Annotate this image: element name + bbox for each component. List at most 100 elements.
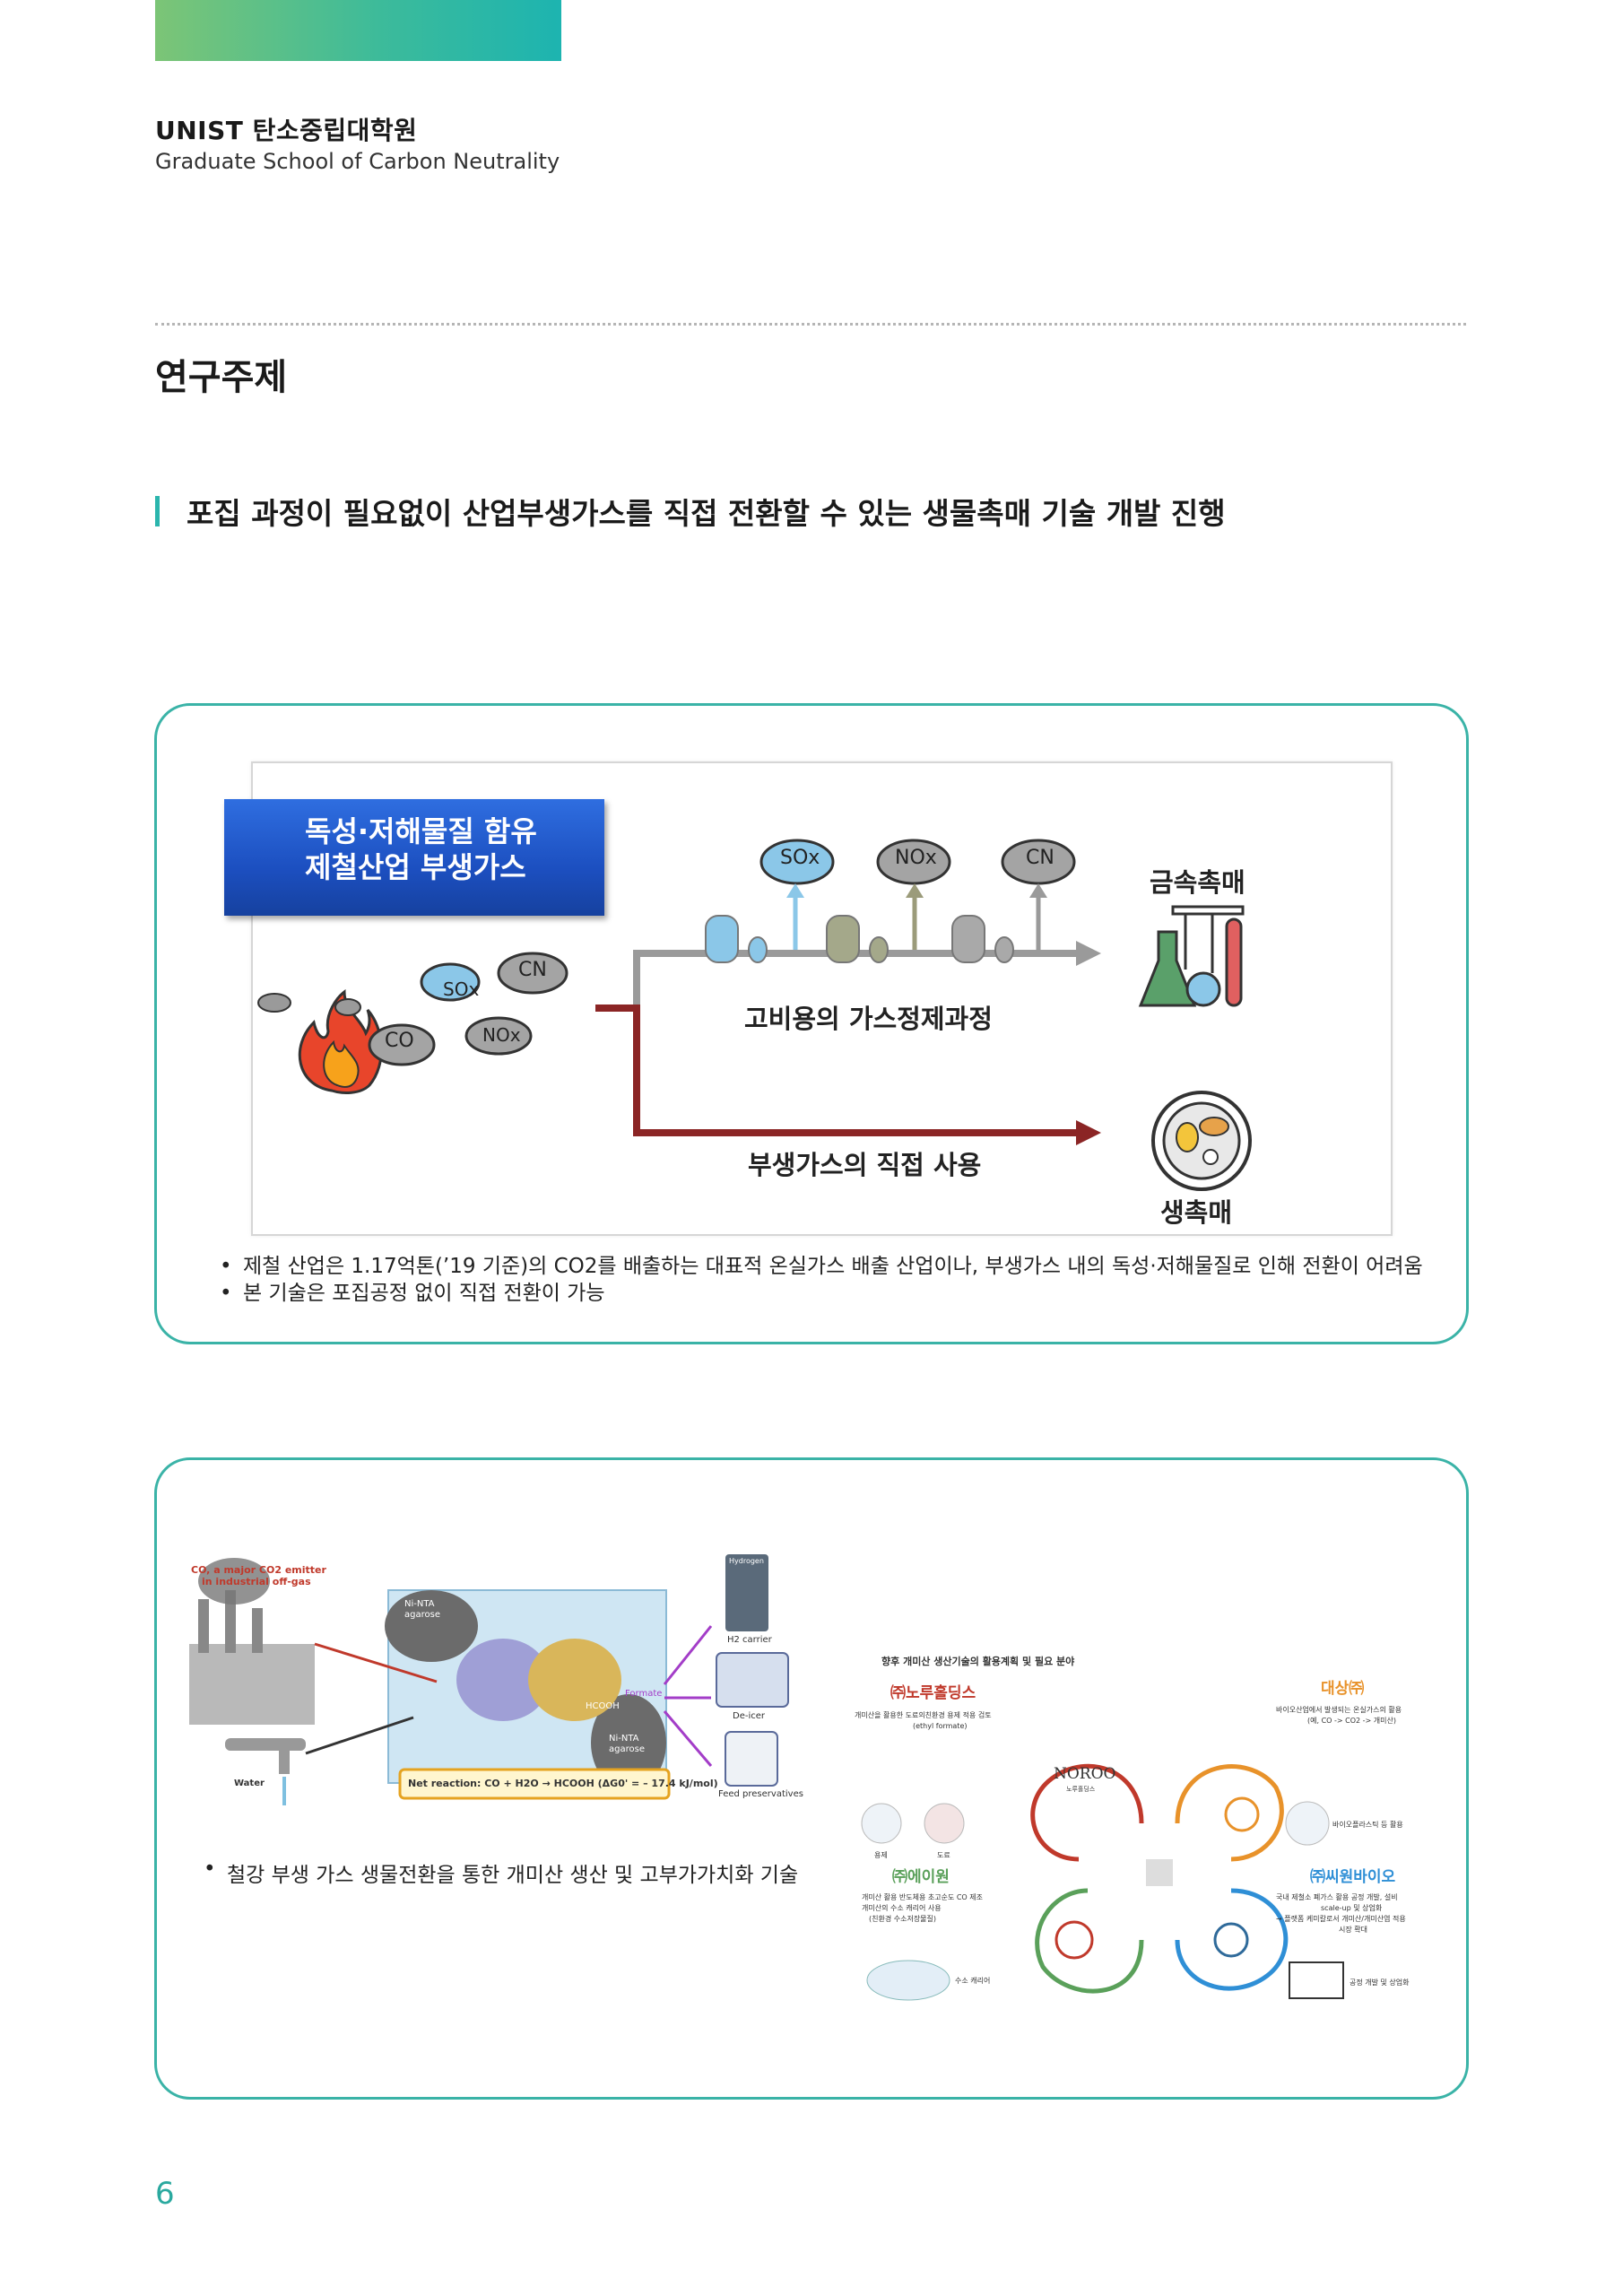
loop-red	[1030, 1763, 1144, 1862]
hydrogen-carrier-label: 수소 캐리어	[955, 1977, 991, 1985]
gas-process-figure: 독성·저해물질 함유 제철산업 부생가스	[224, 761, 1393, 1236]
top-cloud-sox	[759, 839, 835, 885]
cone-desc-4: 시장 확대	[1339, 1926, 1367, 1934]
utilization-diagram	[861, 1763, 1344, 2001]
solvent-icon	[861, 1803, 902, 1844]
process-diagram	[257, 839, 1252, 1191]
gas-cn-label: CN	[518, 959, 547, 981]
cloud-co	[368, 1023, 436, 1066]
small-cloud-2	[334, 998, 361, 1016]
loop-green	[1035, 1888, 1144, 1994]
aone-desc-2: 개미산의 수소 캐리어 사용	[862, 1904, 942, 1912]
cloud-sox	[420, 962, 481, 1002]
gas-nox-label: NOx	[482, 1024, 521, 1046]
petri-dish-icon	[1151, 1091, 1252, 1191]
research-card-2: CO, a major CO2 emitter in industrial of…	[154, 1457, 1469, 2100]
tank-olive	[826, 915, 889, 963]
page-number: 6	[155, 2176, 175, 2212]
small-cloud-1	[257, 993, 291, 1013]
daesang-logo-icon	[1224, 1796, 1260, 1832]
factory-icon	[189, 1558, 315, 1725]
feed-preservatives-label: Feed preservatives	[718, 1789, 803, 1799]
utilization-plan-figure: 향후 개미산 생산기술의 활용계획 및 필요 분야 ㈜노루홀딩스 개미산을 활용…	[855, 1653, 1428, 2021]
cone-desc-3: → 플랫폼 케미칼로서 개미산/개미산염 적용	[1276, 1915, 1406, 1923]
recycle-icon	[1055, 1920, 1094, 1960]
card1-bullets: 제철 산업은 1.17억톤(’19 기준)의 CO2를 배출하는 대표적 온실가…	[220, 1253, 1423, 1307]
gray-path-arrow	[633, 950, 1078, 1005]
card2-caption: 철강 부생 가스 생물전환을 통한 개미산 생산 및 고부가가치화 기술	[204, 1857, 798, 1888]
gas-co-label: CO	[385, 1030, 414, 1052]
dotted-divider	[155, 323, 1466, 326]
hcooh-label: HCOOH	[586, 1701, 620, 1711]
noroo-desc-2: (ethyl formate)	[913, 1722, 968, 1730]
purification-label: 고비용의 가스정제과정	[744, 1004, 993, 1034]
top-gas-nox-label: NOx	[895, 847, 937, 869]
metal-catalyst-label: 금속촉매	[1150, 867, 1245, 898]
feed-bag-icon	[725, 1731, 778, 1787]
cone-name: ㈜씨원바이오	[1310, 1868, 1396, 1886]
bioplastic-label: 바이오플라스틱 등 활용	[1332, 1821, 1403, 1829]
subheading-text: 포집 과정이 필요없이 산업부생가스를 직접 전환할 수 있는 생물촉매 기술 …	[187, 496, 1226, 531]
hydrogen-label: Hydrogen	[729, 1557, 764, 1565]
cloud-cn	[497, 952, 568, 995]
formate-production-figure: CO, a major CO2 emitter in industrial of…	[180, 1545, 848, 1810]
cloud-nox	[464, 1016, 533, 1056]
de-icer-icon	[716, 1652, 789, 1708]
research-card-1: 독성·저해물질 함유 제철산업 부생가스	[154, 703, 1469, 1344]
noroo-desc-1: 개미산을 활용한 도료의친환경 용제 적용 검토	[855, 1711, 992, 1719]
header-accent-bar	[155, 0, 561, 61]
bio-logo-icon	[1213, 1922, 1249, 1958]
plan-title: 향후 개미산 생산기술의 활용계획 및 필요 분야	[881, 1656, 1075, 1667]
water-label: Water	[234, 1779, 265, 1788]
tank-blue	[705, 915, 768, 963]
aone-desc-1: 개미산 활용 반도체용 초고순도 CO 제조	[862, 1893, 983, 1901]
bio-catalyst-label: 생촉매	[1160, 1197, 1233, 1228]
fire-icon	[298, 988, 383, 1094]
loop-orange	[1175, 1764, 1284, 1862]
trophy-icon	[1146, 1859, 1173, 1886]
daesang-name: 대상㈜	[1321, 1680, 1365, 1698]
top-gas-cn-label: CN	[1026, 847, 1055, 869]
tank-gray	[951, 915, 1014, 963]
loop-blue	[1175, 1888, 1289, 1991]
bullet-item: 본 기술은 포집공정 없이 직접 전환이 가능	[220, 1280, 1423, 1307]
institution-name: UNIST 탄소중립대학원	[155, 116, 418, 145]
institution-name-en: Graduate School of Carbon Neutrality	[155, 149, 560, 174]
up-arrow-gray	[1029, 883, 1047, 952]
daesang-desc-2: (예, CO -> CO2 -> 개미산)	[1307, 1717, 1396, 1725]
solvent-label: 용제	[874, 1851, 888, 1859]
net-reaction-box	[398, 1768, 671, 1800]
process-label: 공정 개발 및 상업화	[1350, 1979, 1410, 1987]
paint-icon	[924, 1803, 965, 1844]
banner-box: 독성·저해물질 함유 제철산업 부생가스	[224, 799, 604, 916]
section-title: 연구주제	[155, 357, 288, 398]
top-cloud-nox	[876, 839, 951, 885]
top-gas-sox-label: SOx	[780, 847, 820, 869]
hydrogen-tank-icon	[866, 1960, 950, 2001]
ni-nta-label-2: Ni-NTA agarose	[609, 1734, 645, 1754]
flask-icon	[1138, 905, 1245, 1007]
ni-nta-label-1: Ni-NTA agarose	[404, 1599, 440, 1620]
direct-use-label: 부생가스의 직접 사용	[748, 1150, 982, 1180]
faucet-icon	[225, 1738, 306, 1805]
formate-diagram	[189, 1554, 789, 1805]
noroo-name: ㈜노루홀딩스	[890, 1684, 976, 1702]
up-arrow-olive	[906, 883, 924, 952]
cone-desc-2: scale-up 및 상업화	[1321, 1904, 1383, 1912]
net-reaction-label: Net reaction: CO + H2O → HCOOH (ΔG0' = –…	[408, 1778, 718, 1789]
paint-label: 도료	[937, 1851, 950, 1859]
noroo-logo: NOROO	[1054, 1765, 1116, 1783]
hydrogen-pump-icon	[725, 1554, 768, 1631]
noroo-logo-sub: 노루홀딩스	[1066, 1786, 1096, 1793]
formate-label: Formate	[625, 1689, 663, 1699]
subheading-bar	[155, 496, 160, 526]
red-path-arrow	[595, 1004, 1078, 1136]
banner-line-1: 독성·저해물질 함유	[305, 814, 537, 848]
emitter-line-2: in industrial off-gas	[202, 1576, 311, 1587]
banner-line-2: 제철산업 부생가스	[305, 850, 526, 884]
bioplastic-icon	[1285, 1801, 1330, 1846]
aone-desc-3: (친환경 수소저장물질)	[869, 1915, 937, 1923]
aone-name: ㈜에이원	[892, 1868, 950, 1886]
section-subheading: 포집 과정이 필요없이 산업부생가스를 직접 전환할 수 있는 생물촉매 기술 …	[155, 490, 1226, 533]
daesang-desc-1: 바이오산업에서 발생되는 온실가스의 활용	[1276, 1706, 1402, 1714]
